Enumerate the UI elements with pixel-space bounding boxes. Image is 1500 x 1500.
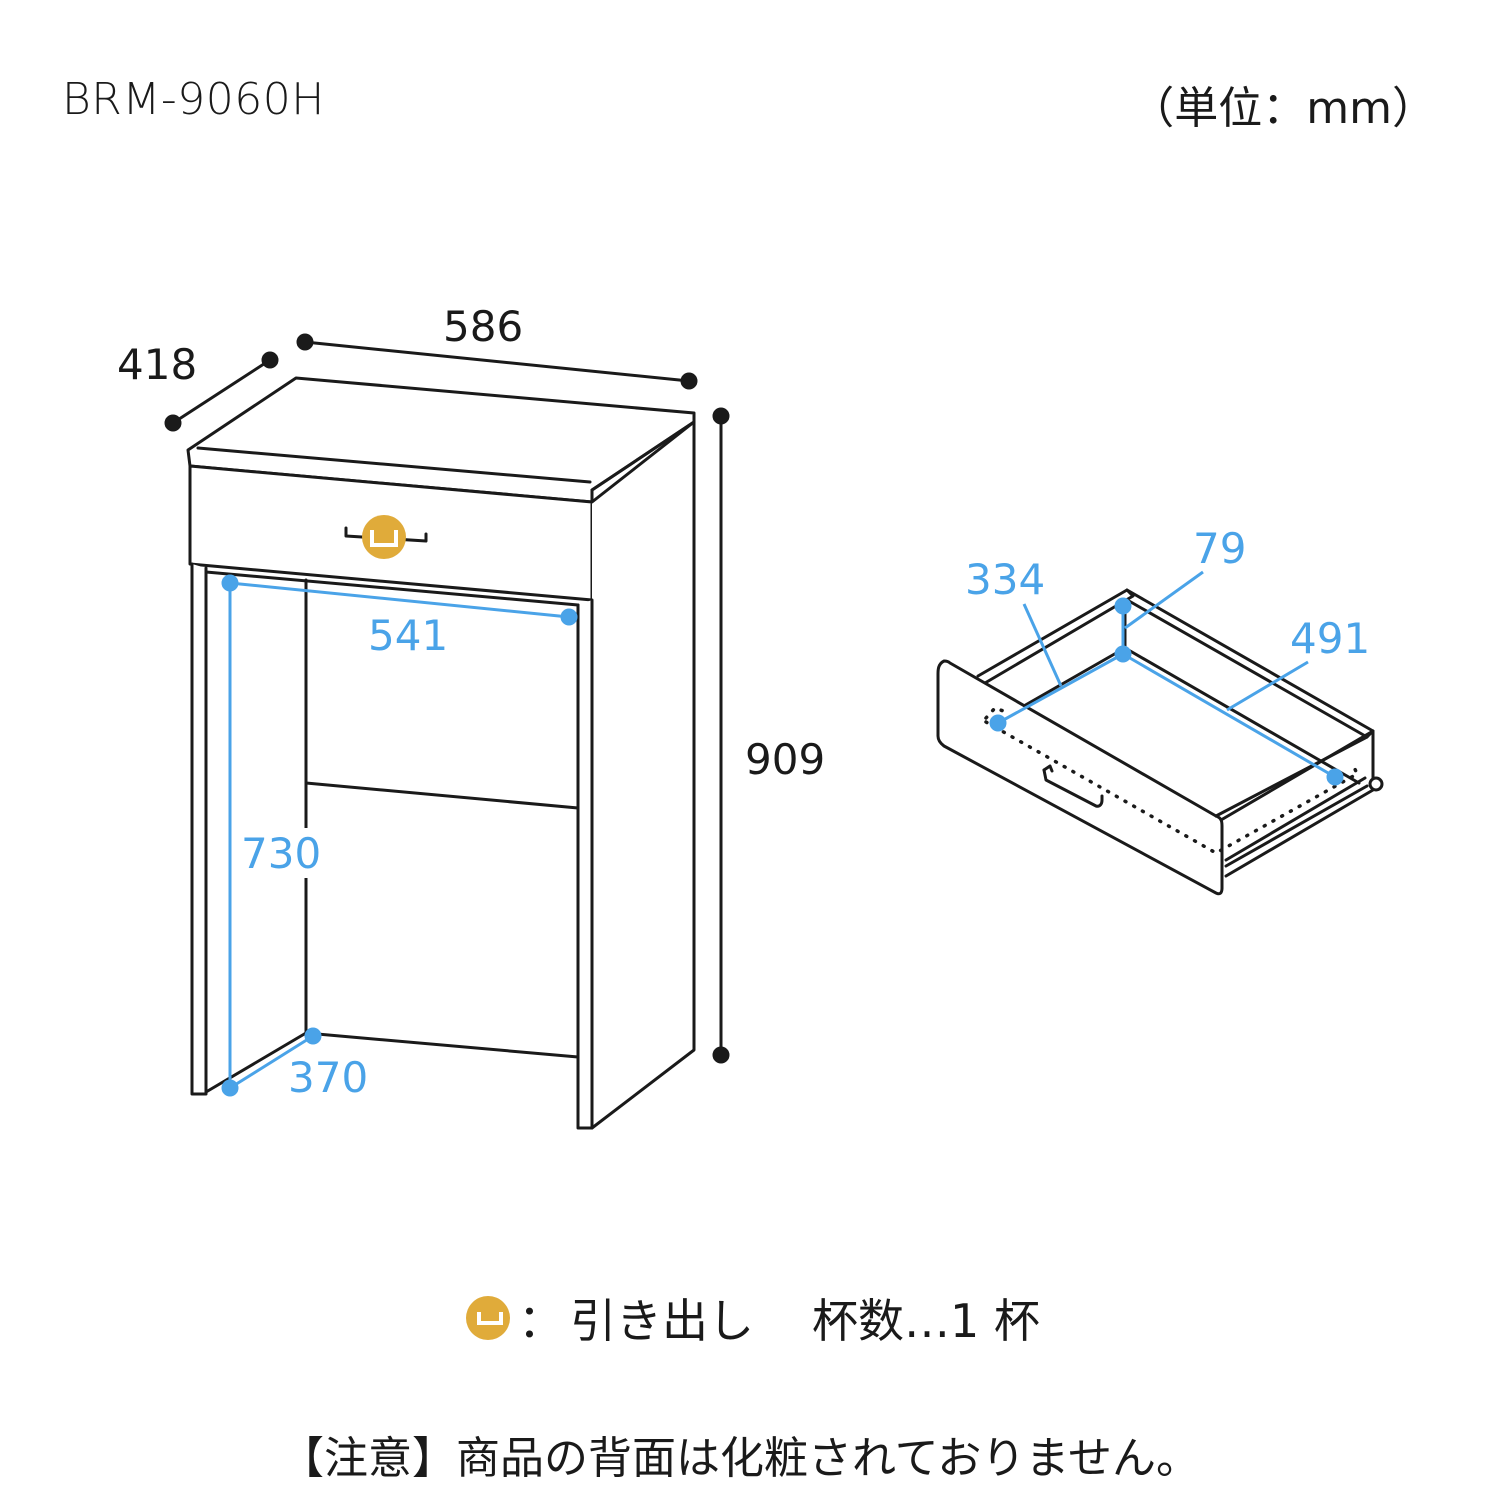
unit-label: （単位：mm） xyxy=(1130,83,1436,134)
height-dimension: 909 xyxy=(745,735,825,784)
legend-count: 杯数…1 杯 xyxy=(812,1294,1040,1348)
legend-separator: ： xyxy=(518,1294,564,1348)
model-number: BRM-9060H xyxy=(62,74,325,125)
inner-dimension-lines xyxy=(221,574,578,1097)
cabinet-top xyxy=(186,376,696,504)
depth-dimension: 418 xyxy=(117,340,197,389)
outer-dimension-lines xyxy=(164,333,730,1064)
drawer-interior-dotted-outline xyxy=(984,705,1360,856)
width-dimension: 586 xyxy=(443,302,523,351)
drawer-drawing xyxy=(936,588,1384,896)
drawer-front-panel xyxy=(936,659,1224,896)
back-panel-note: 【注意】商品の背面は化粧されておりません。 xyxy=(280,1433,1201,1484)
drawer-dimension-lines xyxy=(989,570,1344,786)
drawer-inner-height: 79 xyxy=(1193,524,1246,573)
drawer-inner-depth: 491 xyxy=(1290,614,1370,663)
cabinet-drawing xyxy=(186,376,696,1130)
legend: ： 引き出し 杯数…1 杯 xyxy=(466,1288,1040,1348)
cabinet-left-leg xyxy=(190,562,208,1096)
drawer-handle-icon xyxy=(466,1296,510,1340)
drawer-inner-width: 334 xyxy=(965,555,1045,604)
cabinet-right-side xyxy=(590,420,696,1130)
legend-label: 引き出し xyxy=(570,1294,754,1348)
inner-width-dimension: 541 xyxy=(368,611,448,660)
inner-depth-dimension: 370 xyxy=(288,1053,368,1102)
drawer-handle-icon xyxy=(362,515,406,559)
inner-height-dimension: 730 xyxy=(241,829,321,878)
